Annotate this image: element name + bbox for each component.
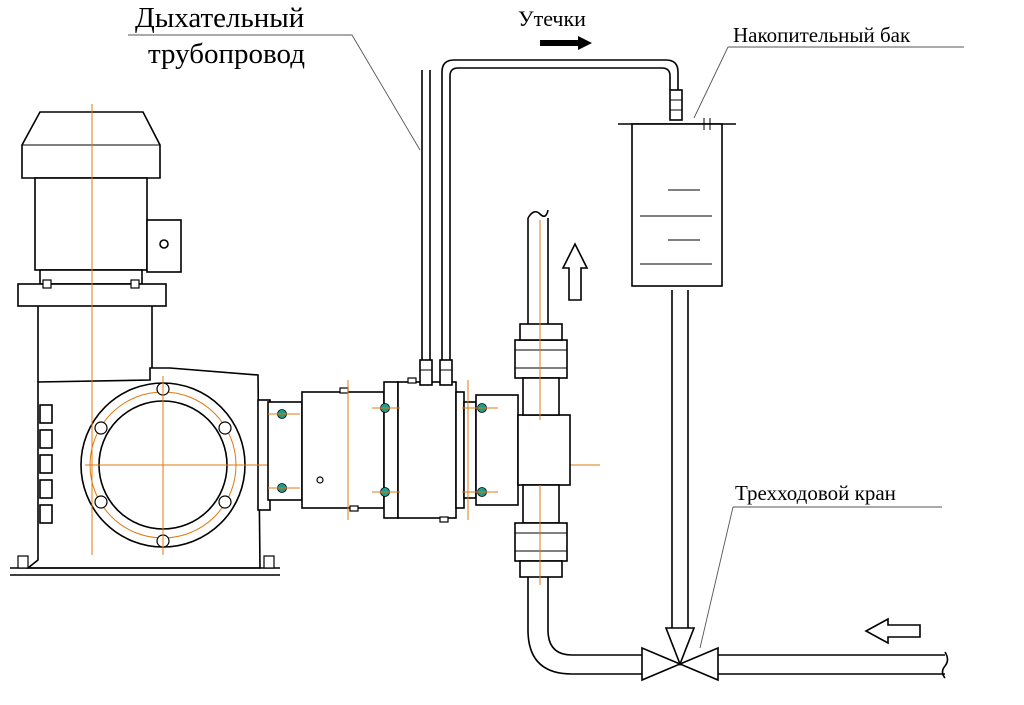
label-storage-tank: Накопительный бак <box>733 23 911 47</box>
label-leaks: Утечки <box>518 6 586 31</box>
label-breathing-line-2: трубопровод <box>148 38 305 70</box>
storage-tank <box>618 89 736 287</box>
suction-line <box>514 484 949 679</box>
leak-line <box>439 36 679 386</box>
label-breathing-line-1: Дыхательный <box>135 2 304 34</box>
three-way-valve <box>641 290 719 682</box>
pump-head <box>267 377 571 523</box>
label-three-way-valve: Трехходовой кран <box>735 481 896 505</box>
label-leaders <box>128 34 964 649</box>
electric-motor <box>17 104 182 307</box>
discharge-line <box>514 209 589 420</box>
breathing-line <box>419 70 433 386</box>
